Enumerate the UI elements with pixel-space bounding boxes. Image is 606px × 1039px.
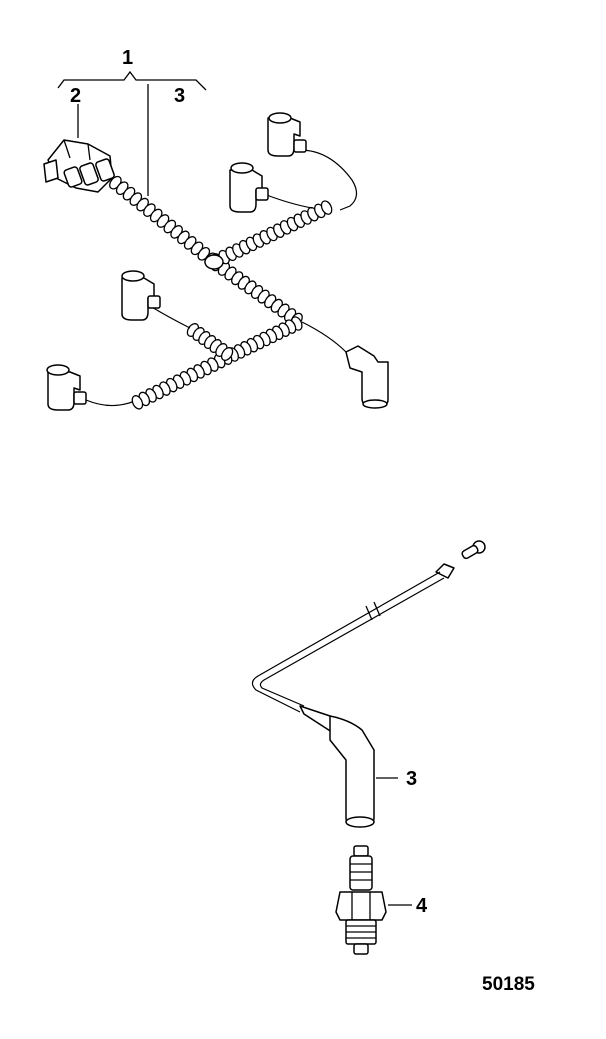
wire	[263, 193, 313, 209]
wire	[149, 305, 191, 329]
conduit-rib	[220, 347, 234, 361]
wire	[299, 149, 358, 211]
wire	[85, 399, 133, 407]
conduit-rib	[131, 395, 144, 410]
harness-junction	[204, 254, 224, 270]
spark-plug-boot	[121, 270, 161, 321]
spark-plug-lead	[251, 540, 486, 828]
harness-conduit	[109, 175, 333, 410]
callout-3-bottom: 3	[406, 768, 417, 790]
wire	[301, 321, 347, 353]
ignition-harness-assembly	[43, 70, 389, 411]
spark-plug-boot	[46, 364, 87, 411]
callout-3-top: 3	[174, 85, 185, 107]
callout-2: 2	[70, 85, 81, 107]
spark-plug	[335, 845, 387, 955]
figure-number: 50185	[482, 974, 535, 995]
spark-plug-boot	[229, 162, 269, 213]
spark-plug-boot	[345, 345, 389, 409]
group-bracket	[57, 70, 207, 91]
spark-plug-boot	[267, 112, 307, 157]
conduit-rib	[320, 200, 333, 215]
callout-1: 1	[122, 47, 133, 69]
callout-4: 4	[416, 895, 428, 917]
harness-connector	[43, 139, 115, 193]
